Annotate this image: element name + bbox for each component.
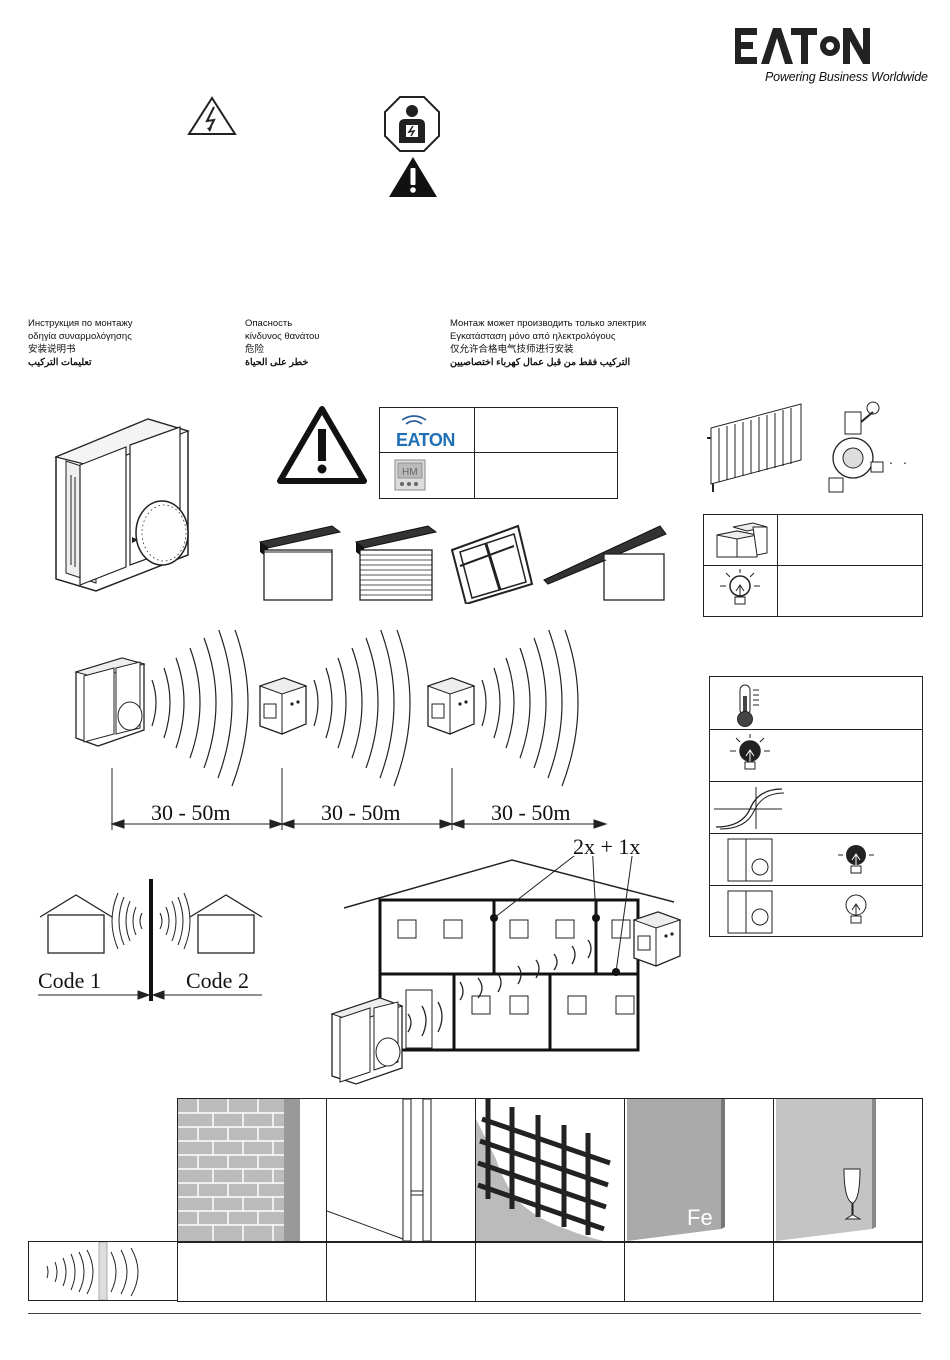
reinforced-concrete-icon: [476, 1099, 611, 1241]
switch-off-lamp-row: [727, 890, 867, 934]
roller-shutter-icon: [354, 525, 438, 601]
eaton-logo: [733, 26, 923, 66]
receiver-actuator-icon: [258, 677, 308, 735]
materials-table: Fe: [177, 1098, 923, 1302]
ellipsis-dots: .: [889, 451, 893, 467]
thermostat-small-icon: [74, 657, 146, 747]
packages-icon: [716, 522, 768, 558]
eaton-xcomfort-logo: EATON: [396, 415, 455, 450]
legend-danger: Опасность κίνδυνος θανάτου 危险 خطر على ال…: [245, 318, 320, 368]
footer-rule: [28, 1313, 921, 1314]
awning-icon: [543, 525, 667, 601]
distance-label-3: 30 - 50m: [491, 800, 571, 825]
lamp-icon: [720, 569, 760, 605]
blind-icon: [258, 525, 342, 601]
radio-waves-3: [481, 630, 579, 787]
distance-dimension-lines: [110, 768, 608, 830]
glass-pane-icon: [776, 1099, 876, 1241]
load-type-box: [703, 514, 923, 617]
house-actuator-icon: [632, 911, 682, 967]
drywall-panel-icon: [327, 1099, 432, 1241]
repeater-actuator-icon: [426, 677, 476, 735]
eaton-system-label: EATON: [396, 430, 455, 450]
thermostat-device-illustration: [54, 418, 190, 592]
brick-wall-icon: [178, 1099, 300, 1241]
home-manager-icon: HM: [394, 459, 426, 491]
electrician-only-icon: [384, 96, 440, 152]
hm-system-label: HM: [402, 467, 418, 478]
legend-electrician-only: Монтаж может производить только электрик…: [450, 318, 647, 368]
signal-waves-icon: [46, 1241, 139, 1301]
caution-triangle-icon: [277, 406, 367, 484]
function-table: [709, 676, 923, 937]
window-icon: [450, 524, 534, 604]
house-left-icon: [39, 894, 113, 954]
lamp-switching-icon: [730, 734, 770, 770]
radio-range-diagram: [74, 630, 608, 830]
ellipsis-dots-2: .: [903, 451, 907, 467]
repeater-count-label: 2x + 1x: [573, 834, 641, 859]
radiator-and-actuator-illustration: . .: [707, 401, 907, 493]
code-2-label: Code 2: [186, 968, 249, 993]
legend-installation-instructions: Инструкция по монтажу οδηγία συναρμολόγη…: [28, 318, 133, 368]
shading-devices-illustration: [258, 524, 667, 604]
house-radio-waves: [407, 939, 592, 1037]
signal-strength-cell: [28, 1241, 178, 1301]
distance-label-1: 30 - 50m: [151, 800, 231, 825]
house-cross-section-diagram: [330, 856, 682, 1085]
valve-actuator-icon: [828, 401, 884, 493]
brand-tagline: Powering Business Worldwide: [765, 70, 928, 84]
radio-waves-2: [313, 630, 411, 787]
metal-sheet-icon: Fe: [627, 1099, 725, 1241]
radio-waves-1: [151, 630, 249, 787]
code-dimension-lines: [38, 990, 262, 1000]
eaton-wordmark: [735, 28, 870, 64]
code-1-label: Code 1: [38, 968, 101, 993]
code-separation-diagram: [38, 879, 263, 1001]
thermometer-icon: [737, 684, 759, 727]
house-right-icon: [189, 894, 263, 954]
electric-hazard-icon: [187, 96, 237, 135]
radiator-icon: [707, 403, 802, 492]
switch-on-lamp-row: [727, 838, 874, 882]
warning-icon: [389, 157, 437, 197]
compatible-systems-box: EATON HM: [379, 407, 618, 499]
dimming-curve-icon: [714, 787, 785, 830]
distance-label-2: 30 - 50m: [321, 800, 401, 825]
metal-label: Fe: [687, 1205, 713, 1230]
house-thermostat-icon: [330, 997, 404, 1085]
code-waves: [111, 892, 191, 950]
